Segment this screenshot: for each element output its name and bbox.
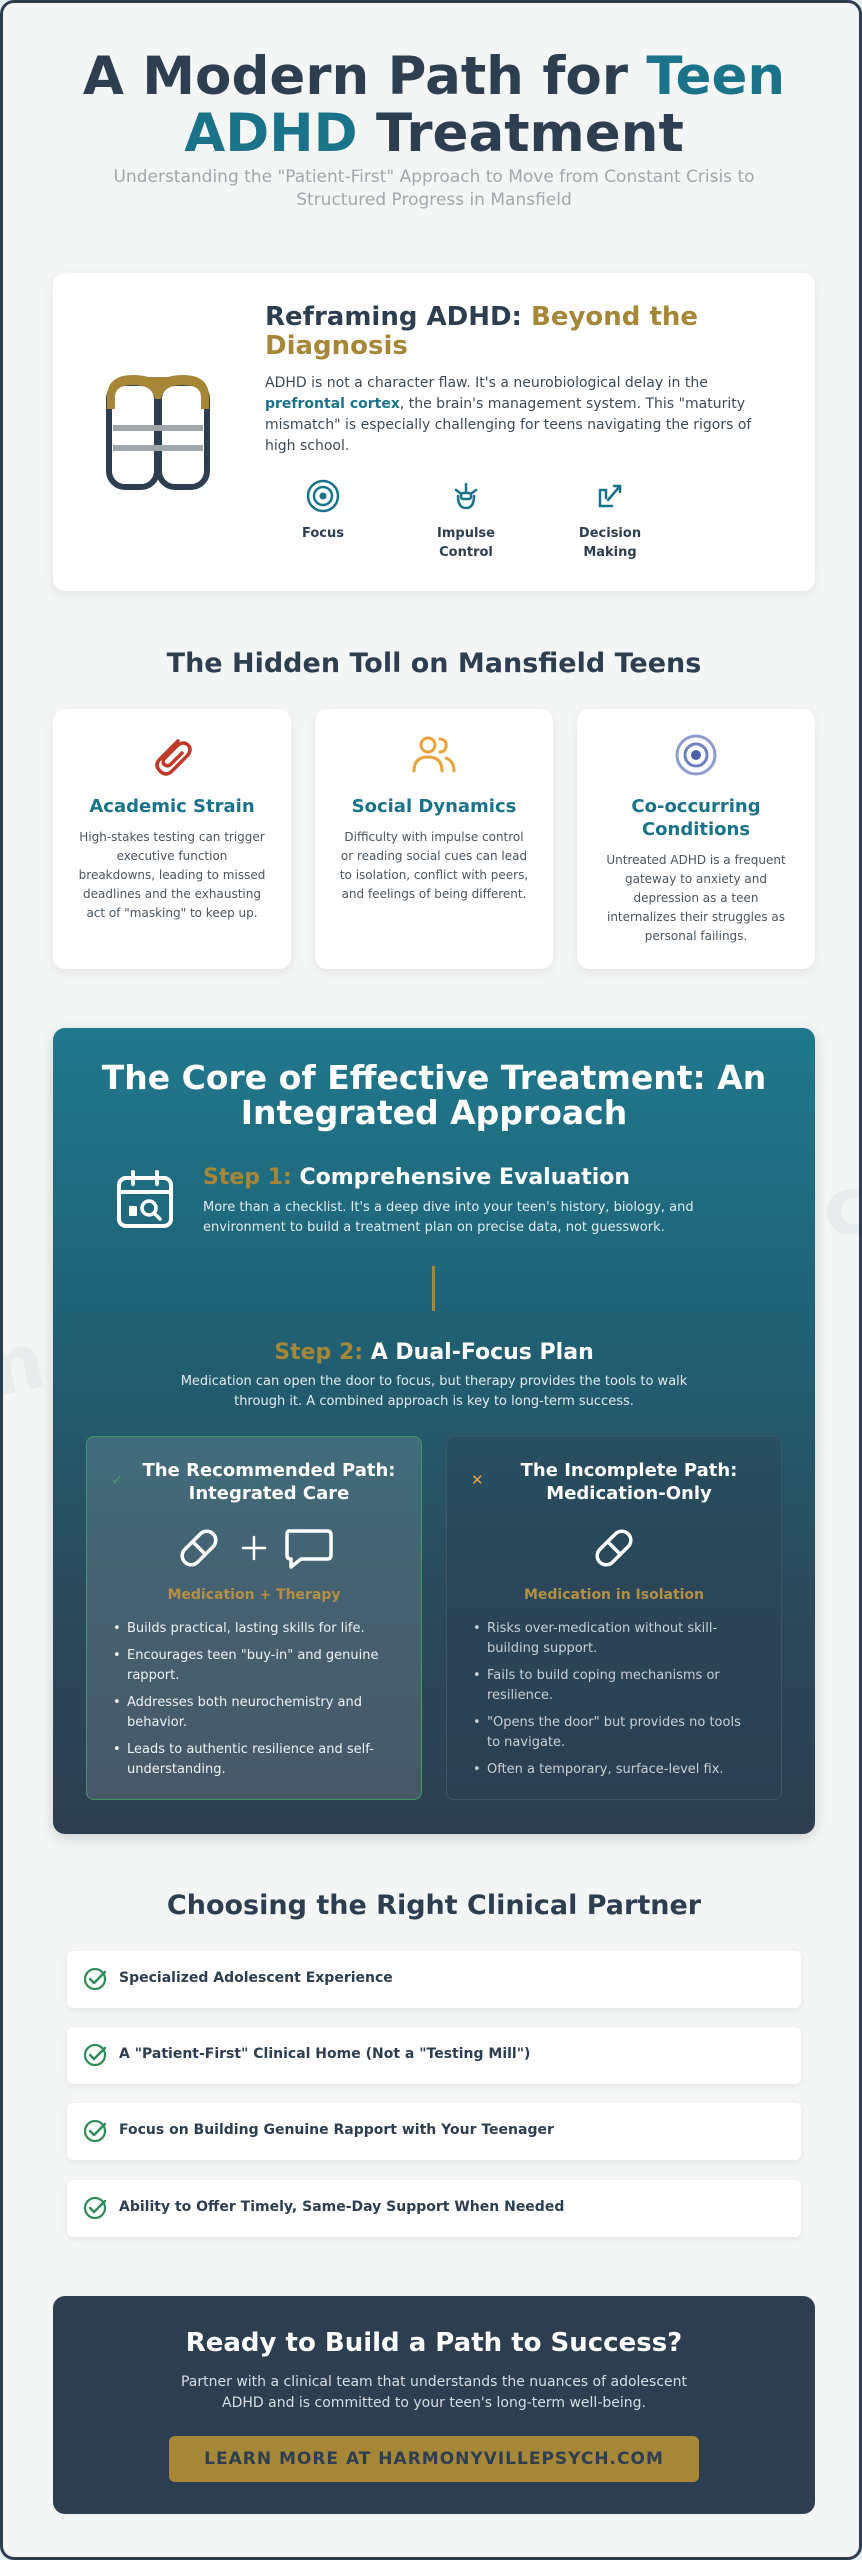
incomplete-path-list: Risks over-medication without skill-buil… xyxy=(471,1619,757,1787)
toll-card-title: Academic Strain xyxy=(89,796,255,817)
list-item: Encourages teen "buy-in" and genuine rap… xyxy=(111,1646,397,1686)
reframe-body-text-2: , the brain's management system. This "m… xyxy=(265,396,752,454)
step2-title: Step 2: A Dual-Focus Plan xyxy=(53,1340,815,1365)
step2-label: Step 2: xyxy=(274,1340,364,1365)
toll-heading: The Hidden Toll on Mansfield Teens xyxy=(166,648,702,679)
pill-plus-chat-icon xyxy=(180,1529,333,1569)
cta-title: Ready to Build a Path to Success? xyxy=(185,2328,683,2358)
core-title: The Core of Effective Treatment: An Inte… xyxy=(101,1058,767,1132)
cross-mark: ✕ xyxy=(471,1471,484,1489)
reframe-body-text-1: ADHD is not a character flaw. It's a neu… xyxy=(265,375,708,391)
feature-label: Impulse Control xyxy=(437,526,495,560)
paperclip-icon xyxy=(155,739,192,776)
reframe-body-highlight: prefrontal cortex xyxy=(265,396,400,412)
list-item: Leads to authentic resilience and self-u… xyxy=(111,1740,397,1780)
title-text-1: A Modern Path for xyxy=(82,46,647,107)
toll-card-conditions: Co-occurring Conditions Untreated ADHD i… xyxy=(577,709,815,969)
reframe-title-text: Reframing ADHD: xyxy=(265,302,532,332)
hand-icon xyxy=(454,482,478,510)
reframe-body: ADHD is not a character flaw. It's a neu… xyxy=(265,373,785,457)
partner-item: Focus on Building Genuine Rapport with Y… xyxy=(67,2103,801,2160)
recommended-path-list: Builds practical, lasting skills for lif… xyxy=(111,1619,397,1787)
partner-item: Ability to Offer Timely, Same-Day Suppor… xyxy=(67,2180,801,2237)
partner-item: A "Patient-First" Clinical Home (Not a "… xyxy=(67,2027,801,2084)
step1-title: Step 1: Comprehensive Evaluation xyxy=(203,1165,763,1190)
title-accent-2: ADHD xyxy=(184,103,358,164)
partner-item-label: Specialized Adolescent Experience xyxy=(119,1970,393,1986)
step-connector xyxy=(432,1266,435,1311)
feature-label: Focus xyxy=(302,526,344,541)
partner-item-label: A "Patient-First" Clinical Home (Not a "… xyxy=(119,2046,531,2062)
step1-body: More than a checklist. It's a deep dive … xyxy=(203,1200,694,1235)
pill-icon xyxy=(595,1529,633,1567)
check-circle-icon xyxy=(83,2043,107,2067)
toll-card-title: Co-occurring Conditions xyxy=(631,796,761,840)
reframe-title: Reframing ADHD: Beyond the Diagnosis xyxy=(265,303,785,361)
target-icon xyxy=(675,734,717,776)
partner-item-label: Focus on Building Genuine Rapport with Y… xyxy=(119,2122,554,2138)
toll-card-social: Social Dynamics Difficulty with impulse … xyxy=(315,709,553,969)
toll-card-desc: Difficulty with impulse control or readi… xyxy=(339,830,529,901)
learn-more-button[interactable]: LEARN MORE AT HARMONYVILLEPSYCH.COM xyxy=(169,2436,699,2482)
step2-title-text: A Dual-Focus Plan xyxy=(363,1340,594,1365)
check-circle-icon xyxy=(83,1967,107,1991)
incomplete-path-card: ✕ The Incomplete Path: Medication-Only M… xyxy=(446,1436,782,1800)
feature-label: Decision Making xyxy=(578,526,642,560)
page-subtitle: Understanding the "Patient-First" Approa… xyxy=(113,167,755,210)
feature-decision-making: Decision Making xyxy=(560,478,660,562)
toll-card-academic: Academic Strain High-stakes testing can … xyxy=(53,709,291,969)
check-circle-icon xyxy=(83,2119,107,2143)
reframe-card: Reframing ADHD: Beyond the Diagnosis ADH… xyxy=(53,273,815,591)
incomplete-path-title: The Incomplete Path: Medication-Only xyxy=(520,1460,738,1504)
toll-card-desc: Untreated ADHD is a frequent gateway to … xyxy=(606,853,786,943)
medication-icon-wrap xyxy=(447,1525,781,1571)
partner-item-label: Ability to Offer Timely, Same-Day Suppor… xyxy=(119,2199,565,2215)
cta-body: Partner with a clinical team that unders… xyxy=(180,2374,687,2411)
list-item: "Opens the door" but provides no tools t… xyxy=(471,1713,757,1753)
users-icon xyxy=(412,736,456,773)
feature-focus: Focus xyxy=(273,478,373,543)
medication-therapy-icons xyxy=(87,1525,421,1571)
list-item: Builds practical, lasting skills for lif… xyxy=(111,1619,397,1639)
core-treatment-section: The Core of Effective Treatment: An Inte… xyxy=(53,1028,815,1834)
cta-section: Ready to Build a Path to Success? Partne… xyxy=(53,2296,815,2514)
page-title: A Modern Path for Teen ADHD Treatment xyxy=(43,48,825,162)
step1-title-text: Comprehensive Evaluation xyxy=(291,1165,631,1190)
recommended-path-card: ✓ The Recommended Path: Integrated Care … xyxy=(86,1436,422,1800)
incomplete-path-subtitle: Medication in Isolation xyxy=(523,1587,705,1603)
recommended-path-subtitle: Medication + Therapy xyxy=(167,1587,341,1603)
reframe-title-accent: Beyond the Diagnosis xyxy=(265,302,699,361)
check-circle-icon xyxy=(83,2196,107,2220)
list-item: Addresses both neurochemistry and behavi… xyxy=(111,1693,397,1733)
list-item: Often a temporary, surface-level fix. xyxy=(471,1760,757,1780)
step1-label: Step 1: xyxy=(203,1165,292,1190)
partner-item: Specialized Adolescent Experience xyxy=(67,1951,801,2008)
recommended-path-title: The Recommended Path: Integrated Care xyxy=(142,1460,396,1504)
title-accent-1: Teen xyxy=(646,46,786,107)
check-mark: ✓ xyxy=(111,1471,124,1489)
step2-body: Medication can open the door to focus, b… xyxy=(180,1374,688,1409)
watermark: m xyxy=(0,1315,53,1421)
calendar-search-icon xyxy=(117,1170,173,1228)
list-item: Fails to build coping mechanisms or resi… xyxy=(471,1666,757,1706)
watermark: c xyxy=(814,1159,862,1257)
list-item: Risks over-medication without skill-buil… xyxy=(471,1619,757,1659)
toll-card-title: Social Dynamics xyxy=(351,796,517,817)
brain-icon xyxy=(106,375,210,490)
decision-icon xyxy=(598,484,622,508)
toll-card-desc: High-stakes testing can trigger executiv… xyxy=(78,830,266,920)
feature-impulse-control: Impulse Control xyxy=(416,478,516,562)
title-text-2: Treatment xyxy=(357,103,684,164)
target-icon xyxy=(306,479,340,513)
partner-heading: Choosing the Right Clinical Partner xyxy=(166,1890,702,1921)
